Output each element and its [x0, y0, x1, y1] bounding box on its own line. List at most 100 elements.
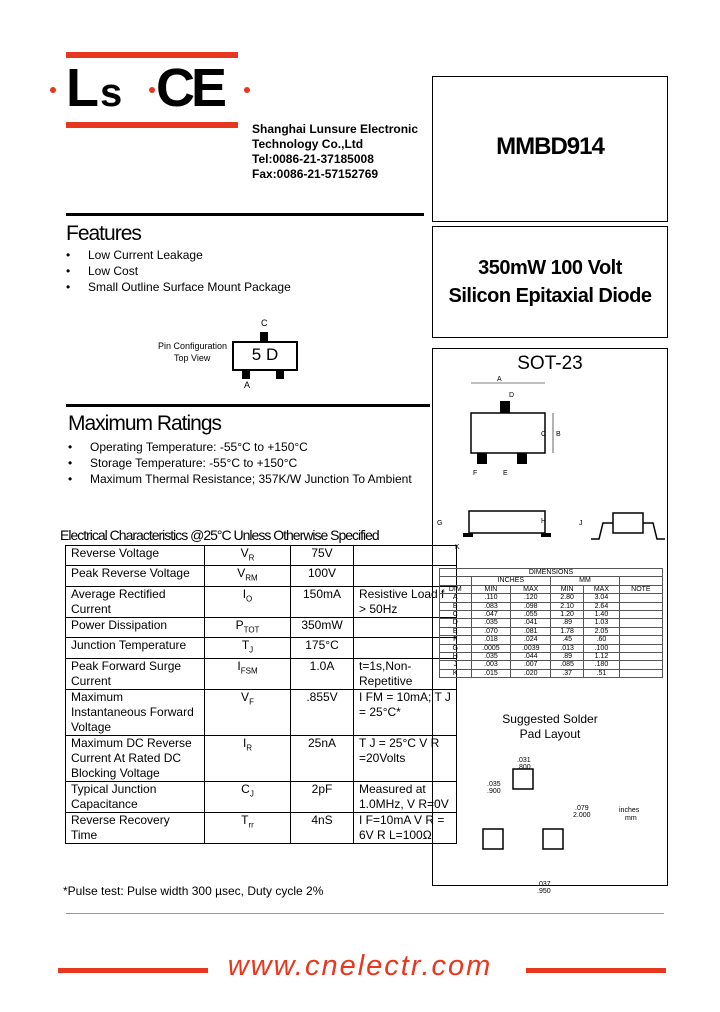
- pad-dim-8: .950: [537, 888, 551, 895]
- dim-label-h: H: [541, 518, 546, 525]
- solder-title-line2: Pad Layout: [519, 727, 581, 741]
- features-list: Low Current Leakage Low Cost Small Outli…: [66, 247, 291, 295]
- footer-rule: [66, 913, 664, 914]
- electrical-param: Maximum Instantaneous Forward Voltage: [65, 688, 205, 736]
- feature-item: Low Cost: [66, 263, 291, 279]
- electrical-symbol: IO: [204, 585, 291, 618]
- dimensions-header-cell: MIN: [470, 584, 512, 595]
- package-title: SOT-23: [517, 353, 583, 374]
- dim-label-a: A: [497, 376, 502, 383]
- dimensions-cell: [618, 660, 664, 670]
- max-ratings-rule: [66, 404, 430, 407]
- package-side-view: [468, 510, 546, 534]
- electrical-param: Reverse Recovery Time: [65, 811, 205, 844]
- dimensions-cell: .37: [550, 668, 585, 679]
- pad-dim-7: .037: [537, 881, 551, 888]
- dimensions-cell: .035: [470, 652, 512, 662]
- max-rating-item: Operating Temperature: -55°C to +150°C: [68, 439, 412, 455]
- pad-unit-inches: inches: [619, 807, 640, 814]
- dimensions-cell: [618, 643, 664, 654]
- dimensions-cell: F: [439, 635, 472, 645]
- dimensions-cell: J: [439, 660, 472, 670]
- dimensions-row: J.003.007.085.180: [439, 660, 664, 670]
- dimensions-header-cell: MIN: [550, 584, 585, 595]
- logo: L s CE: [66, 58, 227, 118]
- dimensions-cell: [618, 652, 664, 662]
- pin-c-label: C: [261, 318, 268, 328]
- logo-dot-right: [244, 87, 250, 93]
- dimensions-cell: .180: [583, 660, 620, 670]
- pad-dim-1: .031: [517, 757, 531, 764]
- website-link[interactable]: www.cnelectr.com: [227, 950, 493, 982]
- electrical-symbol: CJ: [204, 780, 291, 813]
- dim-label-b: B: [556, 431, 561, 438]
- features-rule: [66, 213, 424, 216]
- pin-config-label1: Pin Configuration: [158, 341, 228, 351]
- pulse-note: *Pulse test: Pulse width 300 µsec, Duty …: [63, 884, 324, 898]
- electrical-value: 175°C: [290, 637, 354, 659]
- solder-pad-layout: [482, 768, 564, 850]
- dimensions-cell: .098: [510, 601, 552, 612]
- electrical-param: Peak Forward Surge Current: [65, 657, 205, 690]
- dimensions-cell: .120: [510, 593, 552, 603]
- electrical-condition: I F=10mA V R = 6V R L=100Ω: [353, 811, 457, 844]
- logo-bottom-bar: [66, 122, 238, 128]
- dimensions-mm: MM: [550, 576, 620, 586]
- max-ratings-heading: Maximum Ratings: [68, 412, 222, 435]
- electrical-param: Reverse Voltage: [65, 544, 205, 567]
- dimensions-cell: 1.12: [583, 652, 620, 662]
- dimensions-cell: 3.04: [583, 593, 620, 603]
- dimensions-cell: .070: [470, 626, 512, 637]
- dimensions-cell: D: [439, 618, 472, 628]
- electrical-value: 1.0A: [290, 657, 354, 690]
- dimensions-cell: 2.05: [583, 626, 620, 637]
- dimensions-cell: H: [439, 652, 472, 662]
- package-top-view: [470, 412, 546, 454]
- dimensions-cell: .45: [550, 635, 585, 645]
- feature-item: Low Current Leakage: [66, 247, 291, 263]
- electrical-value: 150mA: [290, 585, 354, 618]
- electrical-value: 4nS: [290, 811, 354, 844]
- electrical-param: Peak Reverse Voltage: [65, 565, 205, 587]
- pin-lead-2: [276, 370, 284, 379]
- pad-unit-mm: mm: [625, 815, 637, 822]
- dimensions-header-cell: DIM: [439, 584, 472, 595]
- electrical-param: Average Rectified Current: [65, 585, 205, 618]
- package-lead-bottom-right: [517, 453, 527, 464]
- dimensions-cell: 2.10: [550, 601, 585, 612]
- pin-a-label: A: [244, 380, 251, 390]
- electrical-value: .855V: [290, 688, 354, 736]
- dimensions-cell: .047: [470, 610, 512, 620]
- dimensions-cell: [618, 610, 664, 620]
- dimensions-header-cell: MAX: [583, 584, 620, 595]
- electrical-param: Maximum DC Reverse Current At Rated DC B…: [65, 734, 205, 782]
- dimensions-row: G.0005.0039.013.100: [439, 643, 664, 654]
- electrical-condition: T J = 25°C V R =20Volts: [353, 734, 457, 782]
- dimensions-cell: .0039: [510, 643, 552, 654]
- website-line-right: [526, 968, 666, 973]
- dimensions-cell: A: [439, 593, 472, 603]
- dimensions-cell: G: [439, 643, 472, 654]
- dim-label-d: D: [509, 392, 514, 399]
- dimensions-cell: 2.64: [583, 601, 620, 612]
- feature-item: Small Outline Surface Mount Package: [66, 279, 291, 295]
- electrical-param: Power Dissipation: [65, 616, 205, 639]
- dimensions-cell: [618, 618, 664, 628]
- dimensions-cell: .041: [510, 618, 552, 628]
- pad-dim-3: .035: [487, 781, 501, 788]
- dimensions-cell: .60: [583, 635, 620, 645]
- dimensions-cell: .89: [550, 618, 585, 628]
- dimensions-cell: K: [439, 668, 472, 679]
- package-lead-bottom-left: [477, 453, 487, 464]
- dimensions-row: K.015.020.37.51: [439, 668, 664, 679]
- solder-pad-top: [512, 768, 534, 790]
- pad-dim-6: 2.000: [573, 812, 591, 819]
